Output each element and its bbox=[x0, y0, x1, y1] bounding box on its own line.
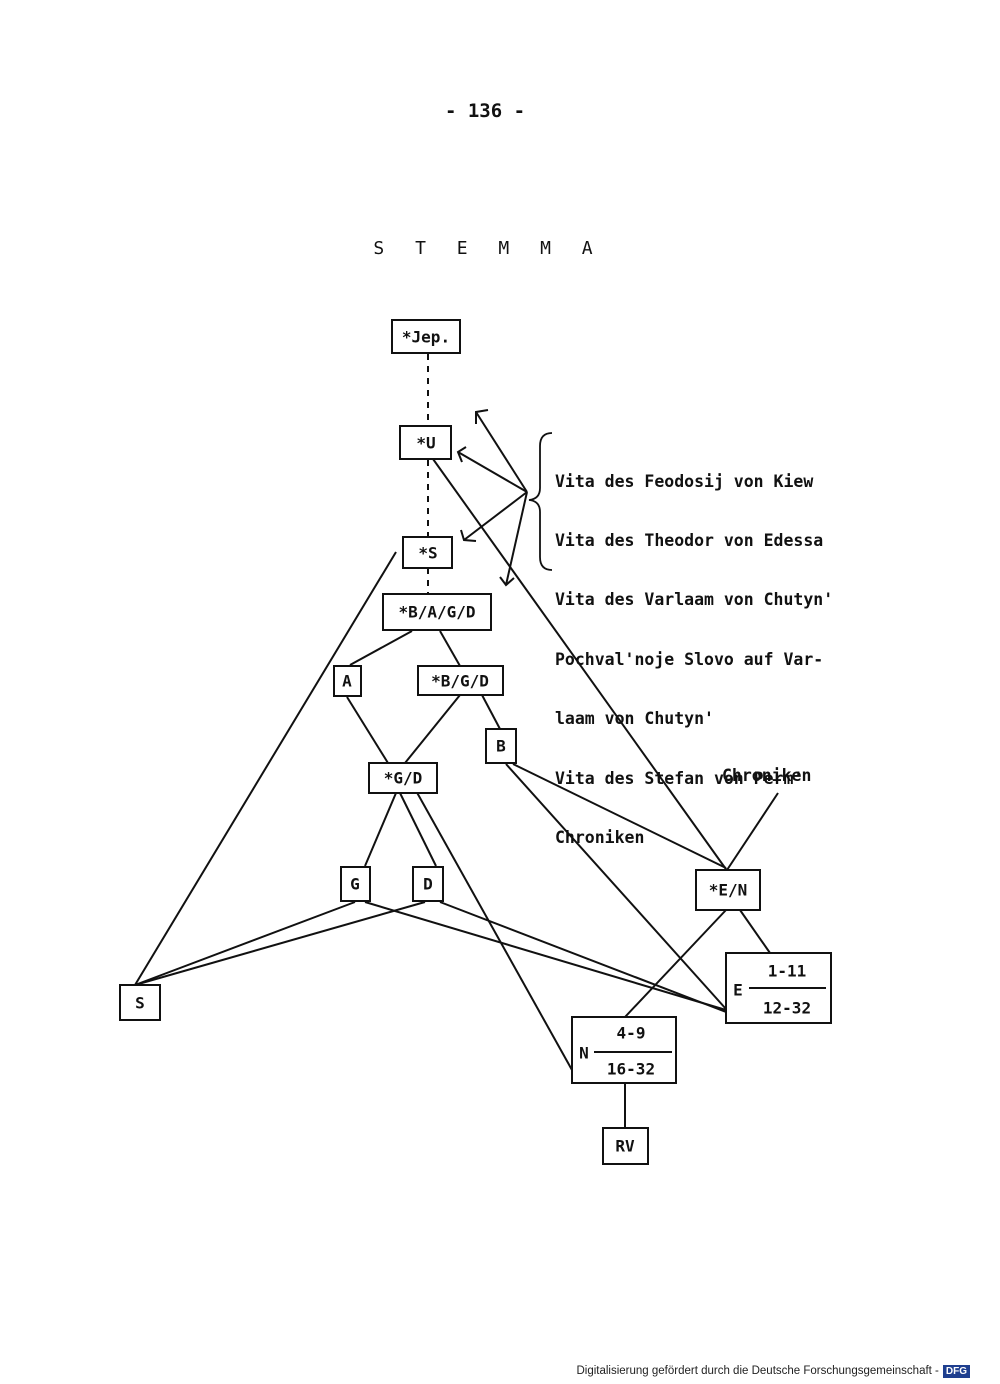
edge-bgd-gd bbox=[404, 694, 461, 764]
edge-bagd-bgd bbox=[439, 630, 461, 667]
edge-en-n bbox=[624, 909, 727, 1018]
arrow-head-3 bbox=[460, 529, 477, 542]
node-s-hyp-box bbox=[402, 536, 453, 569]
node-n-top: 4-9 bbox=[617, 1024, 646, 1043]
source-item: Vita des Varlaam von Chutyn' bbox=[555, 590, 834, 610]
source-item: Vita des Theodor von Edessa bbox=[555, 530, 824, 550]
node-rv-box bbox=[602, 1127, 649, 1165]
node-bgd: *B/G/D bbox=[431, 672, 489, 691]
node-b: B bbox=[496, 737, 506, 756]
node-g: G bbox=[350, 875, 360, 894]
arrow-head-2 bbox=[456, 446, 467, 463]
node-g-box bbox=[340, 866, 371, 902]
node-n-box bbox=[571, 1016, 677, 1084]
page-number: - 136 - bbox=[444, 100, 526, 122]
source-item: Pochval'noje Slovo auf Var- bbox=[555, 649, 824, 669]
arrow-line-1 bbox=[475, 411, 528, 493]
edge-b-en bbox=[512, 763, 727, 869]
dfg-logo: DFG bbox=[942, 1365, 970, 1378]
stemma-title: S T E M M A bbox=[373, 238, 603, 259]
node-u: *U bbox=[416, 434, 435, 453]
node-en: *E/N bbox=[709, 881, 748, 900]
edge-g-e bbox=[364, 901, 727, 1011]
chroniken-label: Chroniken bbox=[722, 766, 812, 785]
edge-b-e bbox=[505, 763, 727, 1010]
node-bagd: *B/A/G/D bbox=[398, 603, 475, 622]
node-d-box bbox=[412, 866, 444, 902]
node-gd-box bbox=[368, 762, 438, 794]
node-a: A bbox=[342, 672, 352, 691]
node-b-box bbox=[485, 728, 517, 764]
edge-bgd-b bbox=[481, 694, 501, 730]
arrow-line-2 bbox=[457, 451, 528, 493]
edge-chroniken-en bbox=[726, 792, 779, 871]
node-d: D bbox=[423, 875, 433, 894]
node-s-box bbox=[119, 984, 161, 1021]
arrow-line-3 bbox=[463, 491, 528, 541]
edge-g-s bbox=[134, 901, 356, 986]
footer-text: Digitalisierung gefördert durch die Deut… bbox=[576, 1365, 939, 1377]
sources-brace bbox=[528, 432, 553, 571]
sources-list: Vita des Feodosij von Kiew Vita des Theo… bbox=[555, 432, 833, 887]
node-s: S bbox=[135, 994, 145, 1013]
node-e-top: 1-11 bbox=[768, 962, 807, 981]
node-u-box bbox=[399, 425, 452, 460]
edge-gd-d bbox=[399, 792, 437, 867]
arrow-line-4 bbox=[505, 491, 528, 586]
node-a-box bbox=[333, 665, 362, 697]
edge-a-gd bbox=[346, 696, 389, 764]
edge-en-e bbox=[739, 909, 771, 954]
node-n-bottom: 16-32 bbox=[607, 1060, 655, 1079]
node-en-box bbox=[695, 869, 761, 911]
arrow-head-1 bbox=[475, 409, 489, 424]
arrow-head-4 bbox=[499, 576, 515, 587]
edge-u-en bbox=[427, 451, 729, 873]
node-gd: *G/D bbox=[384, 769, 423, 788]
node-rv: RV bbox=[615, 1137, 635, 1156]
source-item: Vita des Feodosij von Kiew bbox=[555, 471, 814, 491]
node-jep: *Jep. bbox=[402, 328, 450, 347]
source-item: laam von Chutyn' bbox=[555, 709, 714, 729]
node-bgd-box bbox=[417, 665, 504, 696]
node-e-label: E bbox=[733, 981, 743, 1000]
footer: Digitalisierung gefördert durch die Deut… bbox=[576, 1365, 970, 1378]
node-bagd-box bbox=[382, 593, 492, 631]
node-n-label: N bbox=[579, 1044, 589, 1063]
source-item: Vita des Stefan von Perm' bbox=[555, 768, 804, 788]
edge-gd-n bbox=[409, 779, 573, 1071]
node-jep-box bbox=[391, 319, 461, 354]
edge-bagd-a bbox=[349, 630, 413, 666]
edge-d-s bbox=[134, 901, 426, 986]
source-item: Chroniken bbox=[555, 827, 645, 847]
edge-s-s bbox=[134, 551, 397, 986]
node-s-hyp: *S bbox=[418, 544, 437, 563]
edge-d-e bbox=[439, 901, 727, 1013]
node-e-bottom: 12-32 bbox=[763, 999, 811, 1018]
edge-gd-g bbox=[364, 792, 397, 867]
